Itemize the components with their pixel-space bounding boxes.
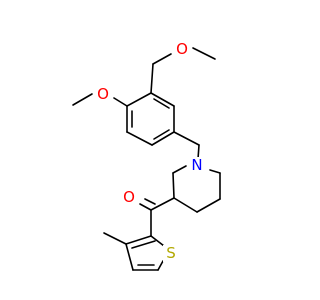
- atom-label-s: S: [166, 244, 176, 262]
- bond-lines: [72, 47, 221, 271]
- atom-label-o: O: [97, 85, 109, 103]
- atom-o-methoxy-top: O: [174, 40, 190, 58]
- atom-label-o: O: [123, 188, 135, 206]
- atom-o-carbonyl: O: [121, 188, 137, 206]
- atom-s-thiophene: S: [163, 244, 179, 262]
- atom-n-piperidine: N: [189, 156, 205, 174]
- molecule-structure: O O N O S: [72, 40, 221, 271]
- atom-label-n: N: [191, 156, 202, 174]
- atom-label-o: O: [176, 40, 188, 58]
- atom-o-methoxy-ring: O: [95, 85, 111, 103]
